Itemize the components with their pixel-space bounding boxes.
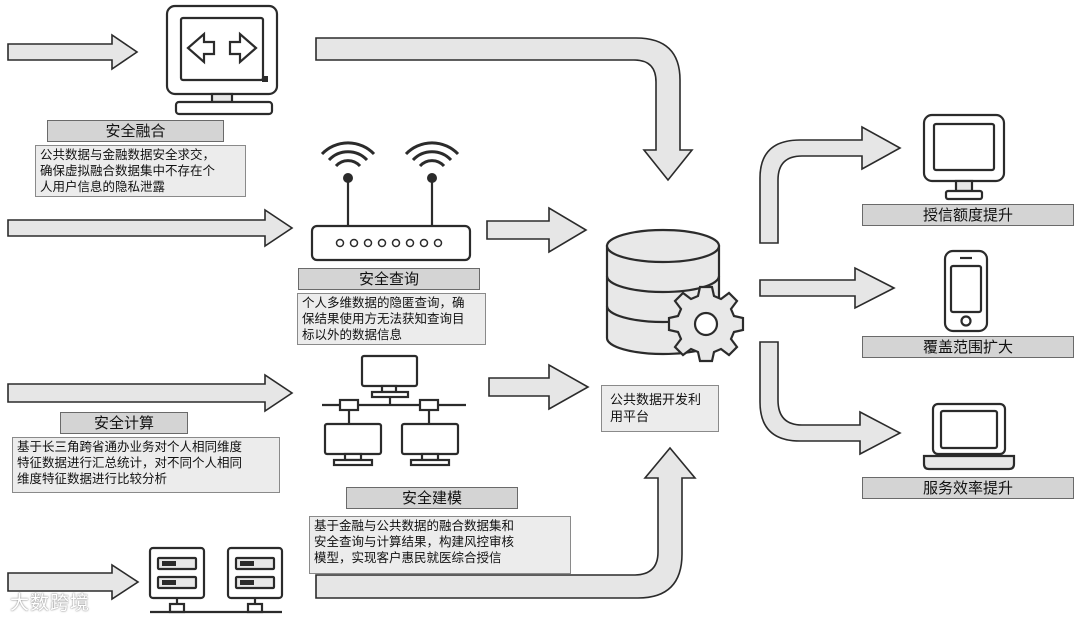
mid-arrow-1 <box>486 206 588 254</box>
modeling-description: 基于金融与公共数据的融合数据集和 安全查询与计算结果，构建风控审核 模型，实现客… <box>309 516 571 574</box>
network-computers-icon <box>322 354 466 467</box>
modeling-title: 安全建模 <box>346 487 518 509</box>
database-gear-icon <box>605 228 745 363</box>
output-arrow-coverage <box>759 266 896 310</box>
output-arrow-credit <box>759 125 902 244</box>
input-arrow-1 <box>7 33 139 71</box>
top-bent-arrow <box>315 37 694 182</box>
input-arrow-3 <box>7 373 294 413</box>
input-arrow-4 <box>7 563 140 601</box>
output-arrow-efficiency <box>759 341 902 456</box>
monitor-swap-icon <box>165 4 279 116</box>
watermark: 大数跨境 <box>10 592 91 614</box>
platform-label: 公共数据开发利 用平台 <box>601 385 719 432</box>
compute-title: 安全计算 <box>60 412 188 434</box>
query-description: 个人多维数据的隐匿查询，确 保结果使用方无法获知查询目 标以外的数据信息 <box>297 293 486 345</box>
mid-arrow-2 <box>488 363 590 411</box>
router-icon <box>310 141 472 262</box>
bottom-bent-arrow <box>315 446 697 599</box>
efficiency-label: 服务效率提升 <box>862 477 1074 499</box>
compute-description: 基于长三角跨省通办业务对个人相同维度 特征数据进行汇总统计，对不同个人相同 维度… <box>12 437 280 493</box>
coverage-label: 覆盖范围扩大 <box>862 336 1074 358</box>
query-title: 安全查询 <box>298 268 480 290</box>
fusion-title: 安全融合 <box>47 120 224 142</box>
credit-label: 授信额度提升 <box>862 204 1074 226</box>
monitor-icon <box>922 113 1006 201</box>
input-arrow-2 <box>7 208 294 248</box>
server-rack-icon <box>148 546 284 614</box>
laptop-icon <box>922 402 1016 471</box>
smartphone-icon <box>943 249 989 333</box>
fusion-description: 公共数据与金融数据安全求交， 确保虚拟融合数据集中不存在个 人用户信息的隐私泄露 <box>35 145 246 197</box>
